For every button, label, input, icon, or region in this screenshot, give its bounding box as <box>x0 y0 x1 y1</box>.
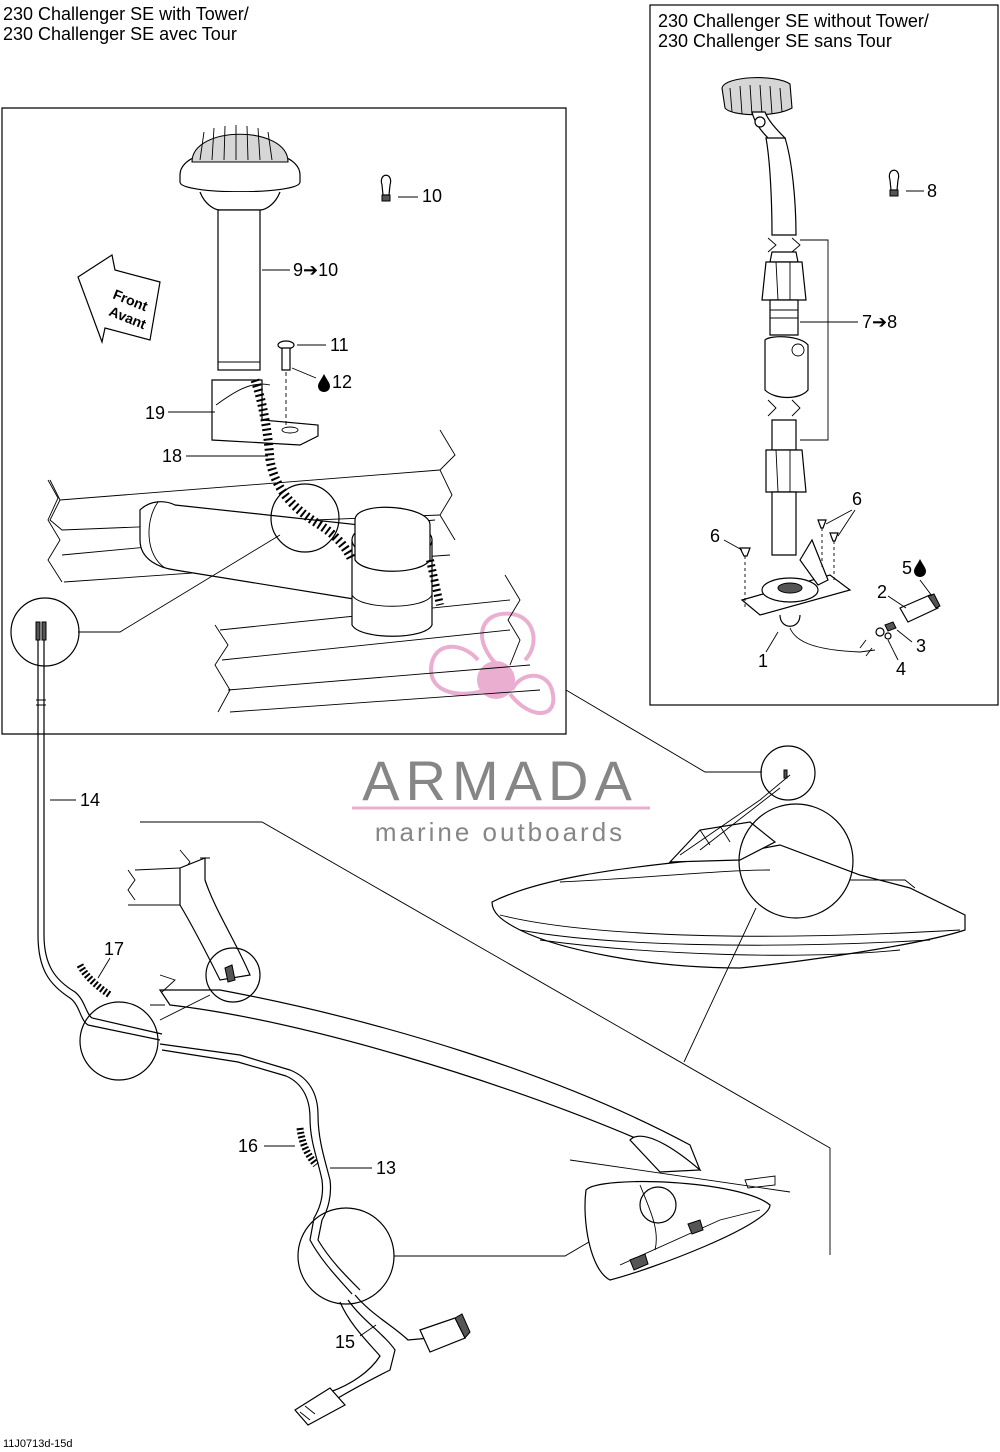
callout-15: 15 <box>335 1332 355 1352</box>
direction-arrow: Front Avant <box>77 254 161 345</box>
callout-2: 2 <box>877 582 887 602</box>
callout-5: 5 <box>902 558 912 578</box>
watermark-logo: ARMADA marine outboards <box>352 611 650 847</box>
frame-with-tower <box>1 107 567 735</box>
screw-11 <box>277 340 295 425</box>
callout-8: 8 <box>927 181 937 201</box>
callout-11: 11 <box>330 335 349 355</box>
boat-overview <box>491 689 966 1063</box>
grommet-16: 16 <box>238 1127 319 1168</box>
mount-base <box>740 538 876 657</box>
bulb-8 <box>888 169 900 197</box>
connector-parts-2-3-4 <box>875 593 941 640</box>
callout-3: 3 <box>916 636 926 656</box>
title-with-tower-en: 230 Challenger SE with Tower/ <box>3 4 249 24</box>
callouts-right-frame: 8 7➔8 6 6 5 2 3 4 1 <box>710 181 937 679</box>
callout-18: 18 <box>162 446 182 466</box>
drop-icon-12 <box>318 374 330 392</box>
title-with-tower-fr: 230 Challenger SE avec Tour <box>3 24 237 44</box>
title-without-tower-fr: 230 Challenger SE sans Tour <box>658 31 892 51</box>
all-round-light-tower <box>179 125 319 446</box>
figure-code: 11J0713d-15d <box>3 1438 73 1450</box>
bulb-10 <box>380 174 392 202</box>
connector-2-icon <box>899 594 939 623</box>
callout-7: 7➔8 <box>862 312 897 332</box>
tower-tube <box>127 821 831 1255</box>
connector-15-lower-icon <box>294 1387 346 1426</box>
callout-17: 17 <box>104 939 124 959</box>
callout-16: 16 <box>238 1136 258 1156</box>
grommet-17: 17 <box>76 939 124 998</box>
callout-1: 1 <box>758 651 768 671</box>
dash-junction-detail <box>569 1159 791 1281</box>
frame-without-tower <box>649 4 999 706</box>
screws-6 <box>739 519 839 610</box>
callout-9: 9➔10 <box>293 260 338 280</box>
callout-13: 13 <box>376 1158 396 1178</box>
callout-4: 4 <box>896 659 906 679</box>
callout-6a: 6 <box>710 526 720 546</box>
all-round-light-no-tower <box>721 77 829 556</box>
cleat-post <box>351 506 433 637</box>
deck-surface <box>47 429 541 713</box>
callouts-left-frame: 10 9➔10 11 12 19 18 <box>145 186 442 466</box>
coiled-cable <box>250 378 444 606</box>
callout-6b: 6 <box>852 489 862 509</box>
callout-14: 14 <box>80 790 100 810</box>
harness-13: 13 <box>159 1043 641 1305</box>
title-without-tower-en: 230 Challenger SE without Tower/ <box>658 11 929 31</box>
watermark-tagline: marine outboards <box>375 817 625 847</box>
callout-12: 12 <box>332 372 352 392</box>
propeller-hub-icon <box>477 661 515 699</box>
callout-10: 10 <box>422 186 442 206</box>
watermark-brand: ARMADA <box>362 749 638 812</box>
drop-icon-5 <box>914 559 926 577</box>
cable-14: 14 <box>35 621 163 1081</box>
cleat-bar <box>139 501 361 601</box>
detail-circles-left <box>10 483 340 667</box>
harness-15: 15 <box>294 1294 471 1426</box>
callout-19: 19 <box>145 403 165 423</box>
